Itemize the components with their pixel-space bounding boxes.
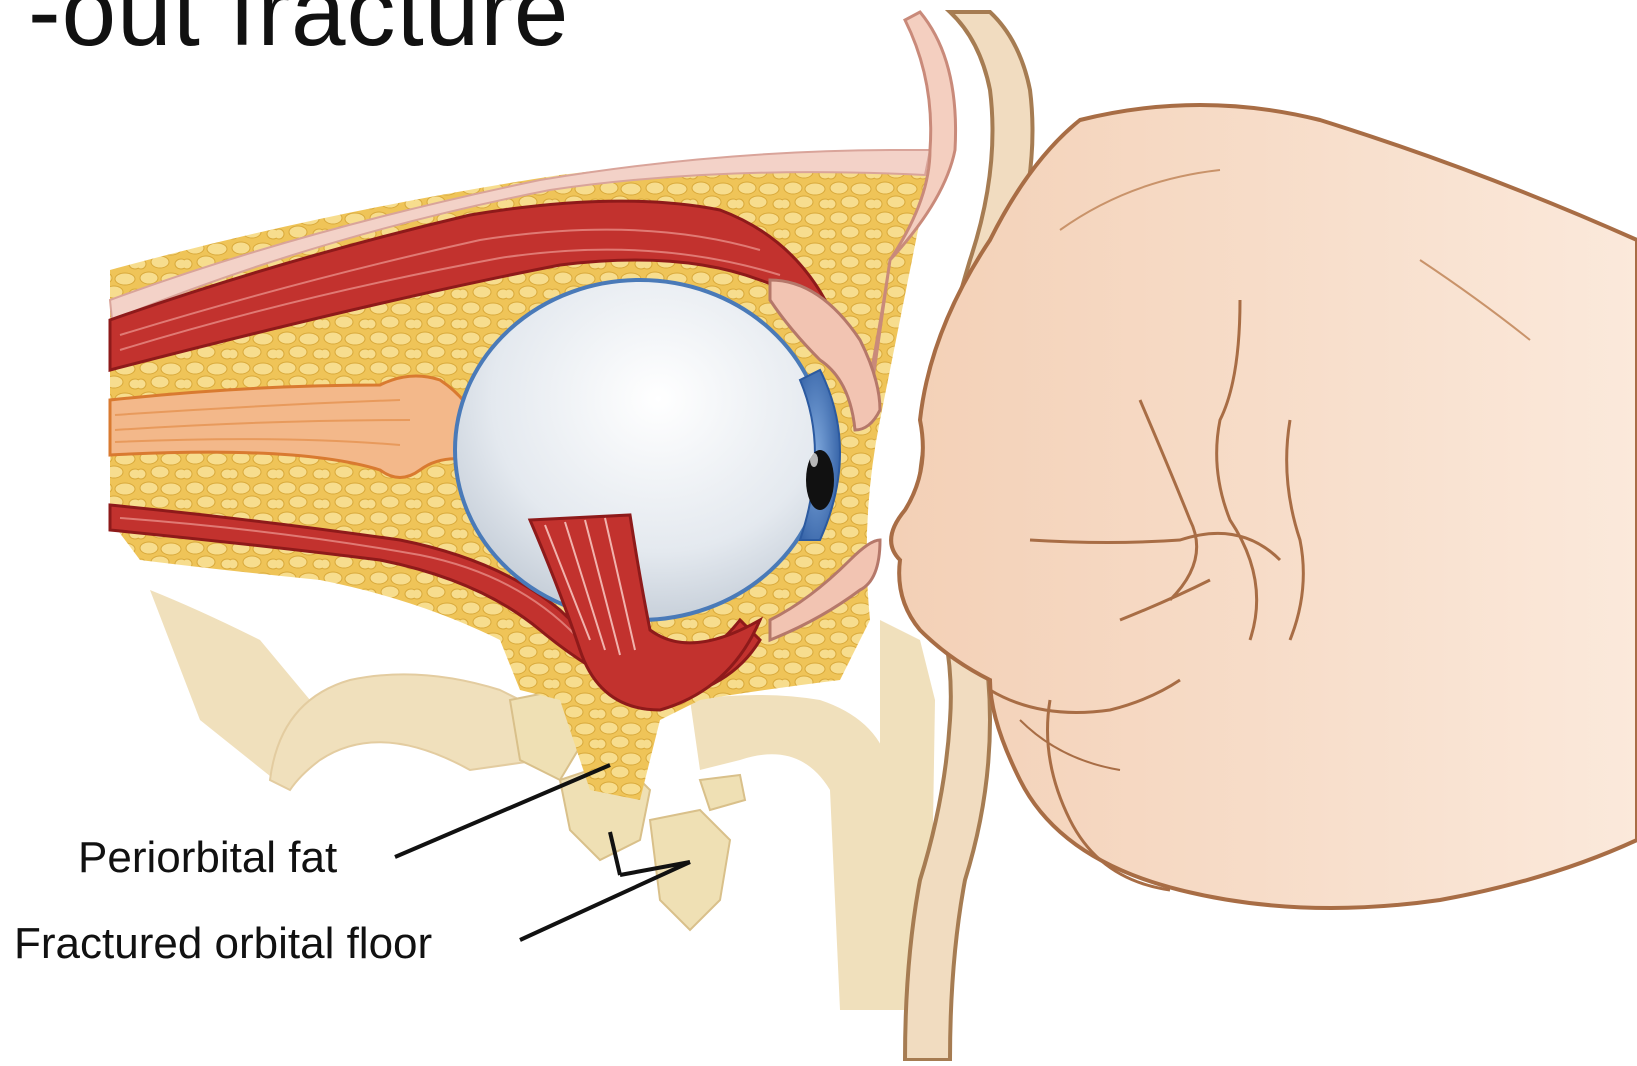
page-title: -out fracture xyxy=(28,0,569,60)
label-fractured-orbital-floor: Fractured orbital floor xyxy=(14,922,432,966)
label-periorbital-fat: Periorbital fat xyxy=(78,836,337,880)
fist-icon xyxy=(891,105,1637,908)
